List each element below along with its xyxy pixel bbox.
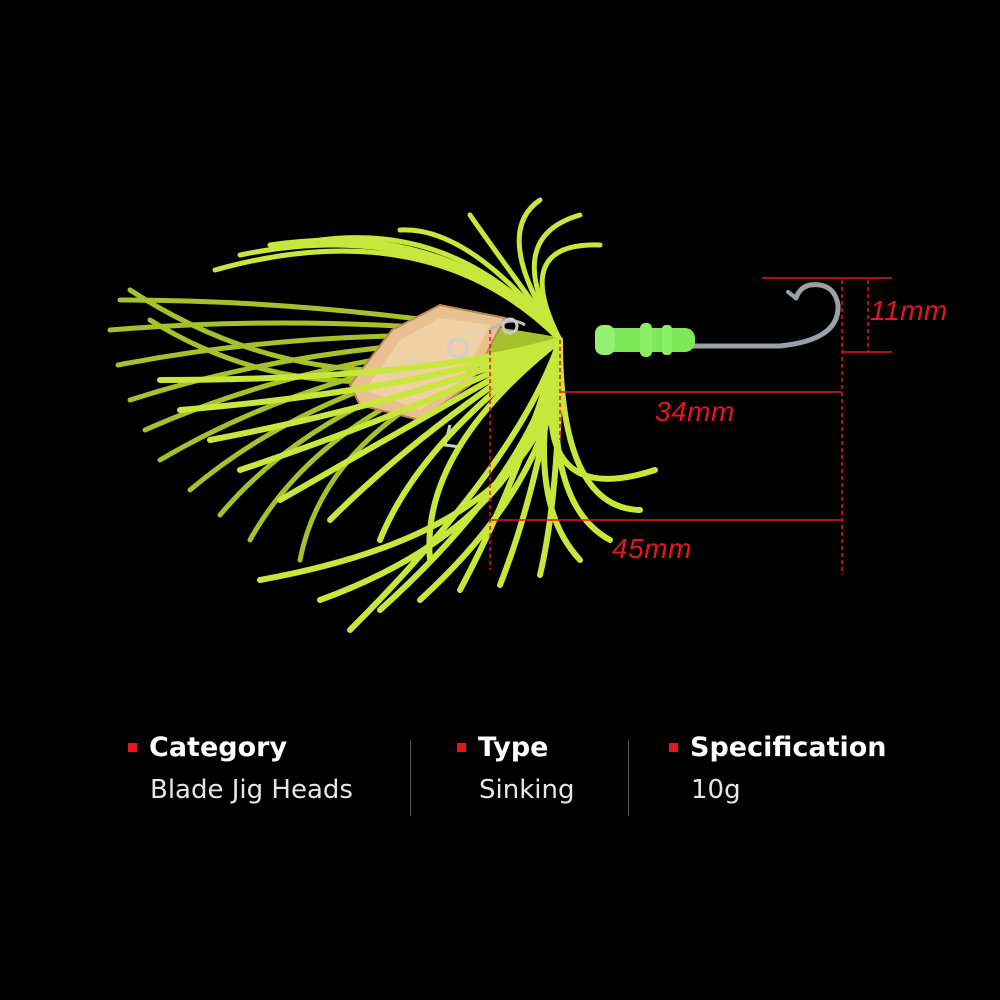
bullet-icon bbox=[457, 743, 466, 752]
column-divider bbox=[410, 740, 411, 816]
spec-value: Blade Jig Heads bbox=[150, 775, 353, 805]
skirt-strand bbox=[115, 333, 563, 368]
skirt-strand bbox=[552, 337, 613, 543]
skirt-strand bbox=[127, 337, 563, 403]
skirt-strands-front bbox=[157, 197, 658, 633]
spec-heading: Category bbox=[149, 732, 288, 763]
spec-specification: Specification 10g bbox=[669, 732, 887, 805]
spec-type: Type Sinking bbox=[457, 732, 574, 805]
bullet-icon bbox=[128, 743, 137, 752]
skirt-strand bbox=[187, 337, 563, 493]
dimension-label-body-length: 34mm bbox=[655, 396, 735, 427]
dimension-lines bbox=[489, 277, 892, 575]
dimension-label-hook-gap: 11mm bbox=[870, 295, 948, 326]
spec-value: Sinking bbox=[479, 775, 575, 805]
bullet-icon bbox=[669, 743, 678, 752]
skirt-strand bbox=[557, 337, 643, 513]
skirt-strand bbox=[539, 242, 603, 343]
spec-heading: Specification bbox=[690, 732, 887, 763]
spec-heading: Type bbox=[478, 732, 549, 763]
column-divider bbox=[628, 740, 629, 816]
dimension-label-total-length: 45mm bbox=[612, 533, 692, 564]
green-collar bbox=[595, 323, 695, 357]
skirt-strand bbox=[426, 337, 563, 563]
spec-category: Category Blade Jig Heads bbox=[128, 732, 353, 805]
wire-and-hook bbox=[443, 282, 841, 449]
skirt-strand bbox=[257, 337, 563, 583]
spec-value: 10g bbox=[691, 775, 741, 805]
